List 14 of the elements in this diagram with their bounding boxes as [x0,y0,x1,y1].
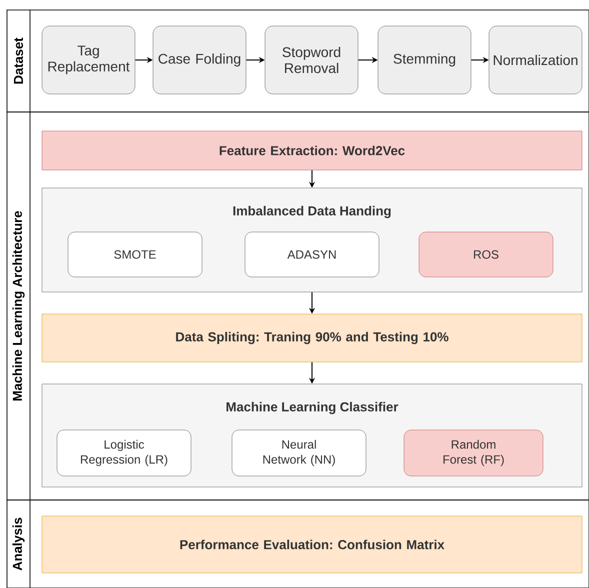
process-box: Tag Replacement [42,26,136,94]
method-box: Random Forest (RF) [404,430,544,476]
method-box: ROS [418,232,554,278]
method-box: SMOTE [68,232,202,278]
method-box: Logistic Regression (LR) [56,430,192,476]
method-box: Neural Network (NN) [232,430,366,476]
process-box: Stemming [378,26,472,94]
process-box: Case Folding [152,26,246,94]
banner-box: Feature Extraction: Word2Vec [42,130,582,170]
method-box: ADASYN [244,232,380,278]
banner-box: Data Spliting: Traning 90% and Testing 10% [42,314,582,362]
banner-box: Performance Evaluation: Confusion Matrix [42,516,582,574]
process-box: Stopword Removal [264,26,358,94]
process-box: Normalization [488,26,582,94]
